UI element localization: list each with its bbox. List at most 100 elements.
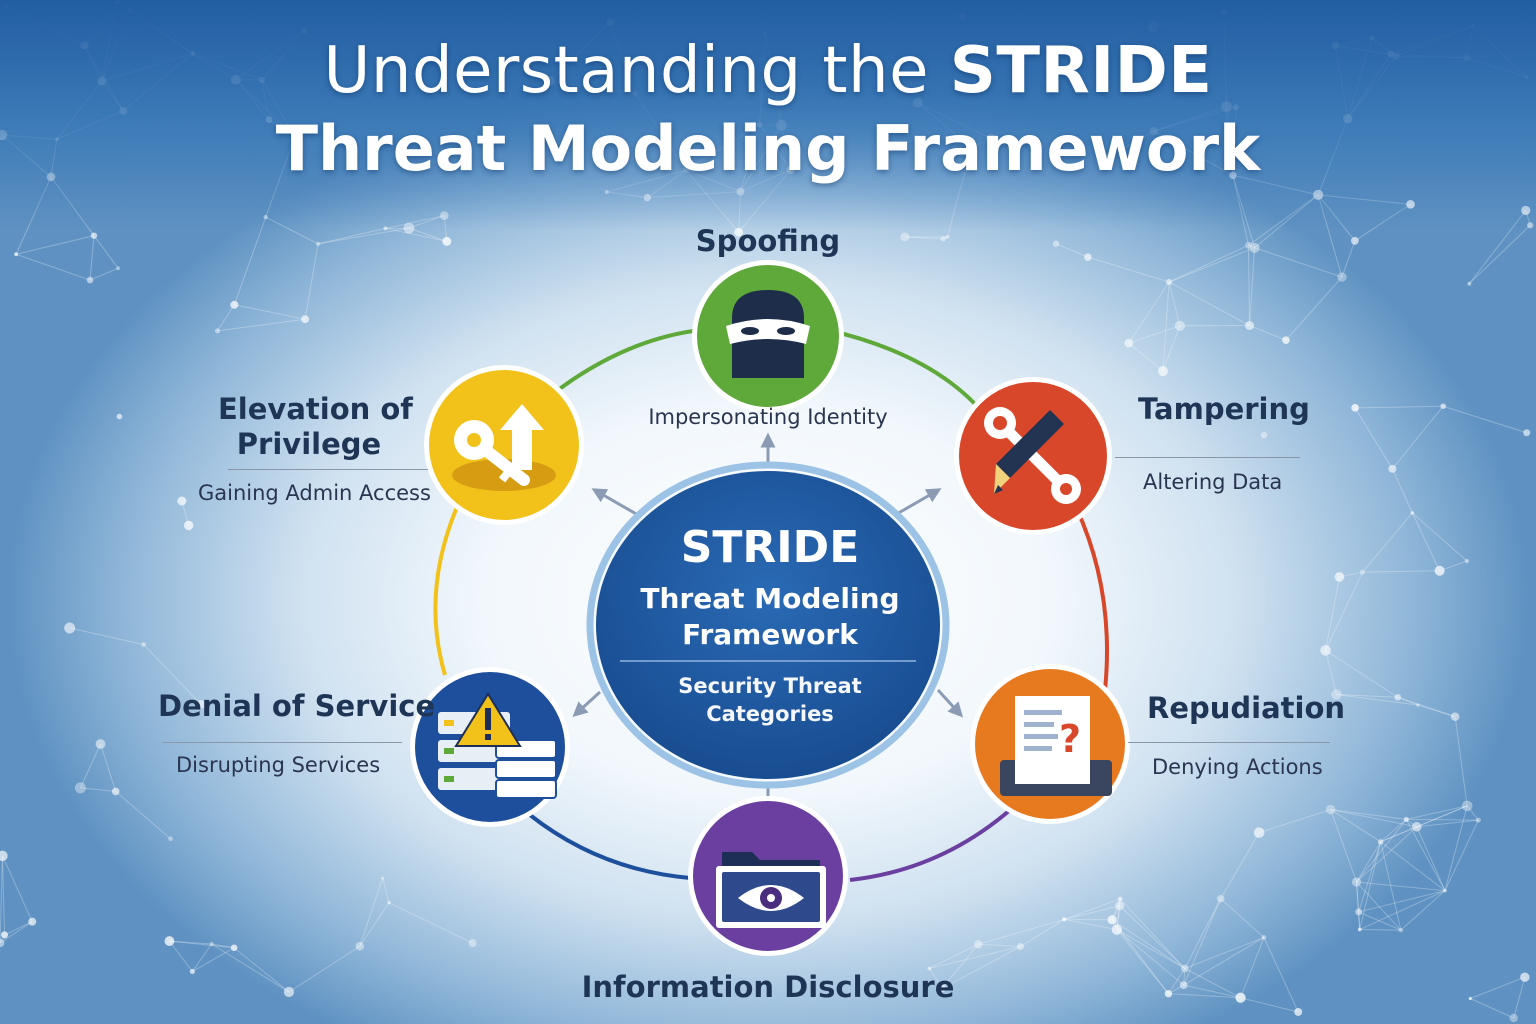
network-line xyxy=(1119,905,1186,969)
description-tampering: Altering Data xyxy=(1143,470,1283,494)
network-line xyxy=(1355,882,1361,930)
network-line xyxy=(1116,929,1186,969)
network-line xyxy=(1,855,6,935)
network-dot xyxy=(1355,908,1363,916)
description-spoofing: Impersonating Identity xyxy=(648,405,888,429)
network-line xyxy=(1168,281,1250,327)
network-line xyxy=(1162,281,1170,372)
network-dot xyxy=(1468,996,1472,1001)
network-line xyxy=(1128,281,1170,344)
network-line xyxy=(317,227,410,245)
network-dot xyxy=(28,917,37,926)
description-denial-of-service: Disrupting Services xyxy=(176,753,381,777)
center-subtitle-line-1: Threat Modeling xyxy=(640,582,900,615)
network-dot xyxy=(1509,1013,1518,1023)
network-line xyxy=(1162,325,1181,372)
network-dot xyxy=(168,836,173,842)
node-repudiation: ? xyxy=(970,664,1130,824)
network-dot xyxy=(1461,800,1473,812)
network-dot xyxy=(209,941,214,947)
network-dot xyxy=(111,787,120,796)
network-line xyxy=(69,627,144,645)
network-line xyxy=(1,855,33,922)
network-line xyxy=(1168,281,1181,326)
network-line xyxy=(1064,898,1121,920)
network-dot xyxy=(230,944,238,952)
network-line xyxy=(169,940,193,972)
network-dot xyxy=(1351,877,1362,887)
network-line xyxy=(1454,716,1468,806)
network-line xyxy=(1358,841,1382,913)
network-dot xyxy=(1337,272,1347,282)
network-line xyxy=(1325,576,1340,651)
network-line xyxy=(1406,805,1468,820)
network-line xyxy=(1248,245,1251,326)
network-line xyxy=(1168,968,1186,994)
label-tampering: Tampering xyxy=(1138,392,1310,426)
network-dot xyxy=(940,236,946,242)
network-line xyxy=(942,236,948,240)
network-line xyxy=(1380,841,1402,931)
arrow-to-tampering xyxy=(894,488,942,517)
network-dot xyxy=(230,300,239,309)
network-dot xyxy=(189,968,195,975)
network-line xyxy=(1358,890,1446,913)
node-elevation-of-privilege xyxy=(424,365,584,525)
divider-elevation-of-privilege xyxy=(228,469,428,470)
folder-eye-icon xyxy=(716,852,826,928)
network-line xyxy=(1406,818,1479,821)
network-line xyxy=(192,947,235,972)
network-line xyxy=(1330,809,1357,883)
network-line xyxy=(1411,512,1441,571)
server-warning-icon xyxy=(438,692,557,799)
network-line xyxy=(1087,256,1170,283)
network-line xyxy=(1356,826,1418,883)
network-dot xyxy=(1017,943,1025,951)
network-line xyxy=(385,227,447,242)
ring-arc-disclosure-dos xyxy=(528,813,691,880)
network-line xyxy=(1249,325,1287,341)
network-line xyxy=(1416,819,1479,828)
network-line xyxy=(15,253,91,281)
network-dot xyxy=(301,315,310,324)
network-dot xyxy=(1165,278,1173,286)
label-elevation-of-privilege-line-1: Elevation of xyxy=(218,392,413,426)
network-line xyxy=(1183,936,1265,986)
network-line xyxy=(1184,898,1222,969)
network-line xyxy=(382,878,390,903)
network-dot xyxy=(116,266,121,271)
network-line xyxy=(1325,649,1399,698)
network-line xyxy=(1259,809,1331,834)
network-line xyxy=(941,943,979,989)
network-dot xyxy=(900,232,910,242)
network-line xyxy=(1128,325,1181,344)
network-line xyxy=(1220,898,1265,938)
network-line xyxy=(1119,898,1186,969)
description-repudiation: Denying Actions xyxy=(1152,755,1323,779)
network-dot xyxy=(1253,827,1265,838)
network-line xyxy=(115,791,171,840)
label-information-disclosure: Information Disclosure xyxy=(581,970,955,1004)
network-line xyxy=(304,243,319,320)
center-heading: STRIDE xyxy=(680,522,860,573)
network-dot xyxy=(1394,693,1402,701)
network-line xyxy=(4,921,33,936)
network-line xyxy=(15,235,95,255)
network-line xyxy=(929,946,1021,969)
network-line xyxy=(1168,247,1255,283)
network-dot xyxy=(1416,703,1420,707)
network-line xyxy=(1470,976,1526,999)
network-dot xyxy=(1,931,9,939)
network-dot xyxy=(1260,431,1268,439)
network-dot xyxy=(283,986,295,998)
network-dot xyxy=(90,232,98,239)
network-line xyxy=(1356,819,1407,883)
network-line xyxy=(1380,826,1418,843)
label-elevation-of-privilege-line-2: Privilege xyxy=(236,427,382,461)
network-line xyxy=(1330,809,1381,843)
network-line xyxy=(1020,918,1065,947)
network-line xyxy=(1116,929,1169,994)
network-line xyxy=(234,304,306,320)
network-line xyxy=(1336,693,1419,706)
